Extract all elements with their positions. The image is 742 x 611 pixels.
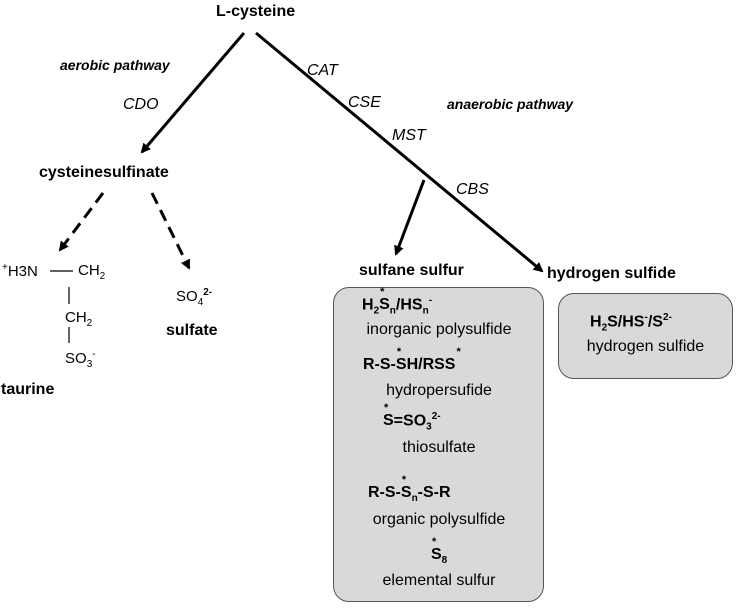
hydrogen-sulfide-label: hydrogen sulfide (547, 265, 676, 282)
sulfane-item-5-name: elemental sulfur (382, 572, 496, 589)
taurine-ch2-bottom: CH2 (65, 309, 93, 329)
sulfane-item-1-formula: H2Sn/HSn- (362, 296, 432, 317)
sulfane-item-2-name: hydropersufide (386, 382, 492, 399)
sulfane-item-4-name: organic polysulfide (372, 511, 506, 528)
enzyme-mst: MST (392, 127, 426, 144)
sulfane-sulfur-label: sulfane sulfur (359, 262, 464, 279)
anaerobic-pathway-label: anaerobic pathway (447, 96, 574, 112)
sulfane-item-3-formula: S=SO32- (383, 412, 441, 433)
taurine-so3: SO3- (65, 349, 96, 370)
aerobic-pathway-label: aerobic pathway (60, 57, 170, 73)
l-cysteine-label: L-cysteine (216, 3, 296, 20)
anaerobic-arrow (255, 31, 544, 273)
cysteinesulfinate-label: cysteinesulfinate (39, 164, 169, 181)
enzyme-cse: CSE (348, 94, 381, 111)
taurine-label: taurine (1, 381, 55, 398)
sulfane-item-4-formula: R-S-Sn-S-R (368, 485, 451, 504)
enzyme-cdo: CDO (123, 96, 159, 113)
taurine-ch2-top: CH2 (78, 262, 106, 282)
taurine-dashed-arrow (58, 192, 105, 252)
aerobic-arrow (140, 32, 246, 154)
hydrogen-sulfide-box (558, 293, 733, 379)
enzyme-cat: CAT (307, 62, 338, 79)
taurine-amine: +H3N (2, 262, 38, 280)
enzyme-cbs: CBS (456, 181, 489, 198)
sulfane-item-5-formula: S8 (431, 547, 447, 566)
sulfane-item-2-formula: R-S-SH/RSS​ (363, 357, 455, 373)
sulfane-branch-arrow (394, 179, 426, 256)
sulfane-item-1-name: inorganic polysulfide (366, 321, 512, 338)
sulfate-dashed-arrow (150, 192, 191, 270)
h2s-name: hydrogen sulfide (586, 338, 705, 355)
h2s-formula: H2S/HS-/S2- (590, 312, 672, 334)
sulfate-label: sulfate (166, 322, 218, 339)
sulfane-item-3-name: thiosulfate (402, 439, 476, 456)
sulfate-formula: SO42- (176, 287, 213, 308)
